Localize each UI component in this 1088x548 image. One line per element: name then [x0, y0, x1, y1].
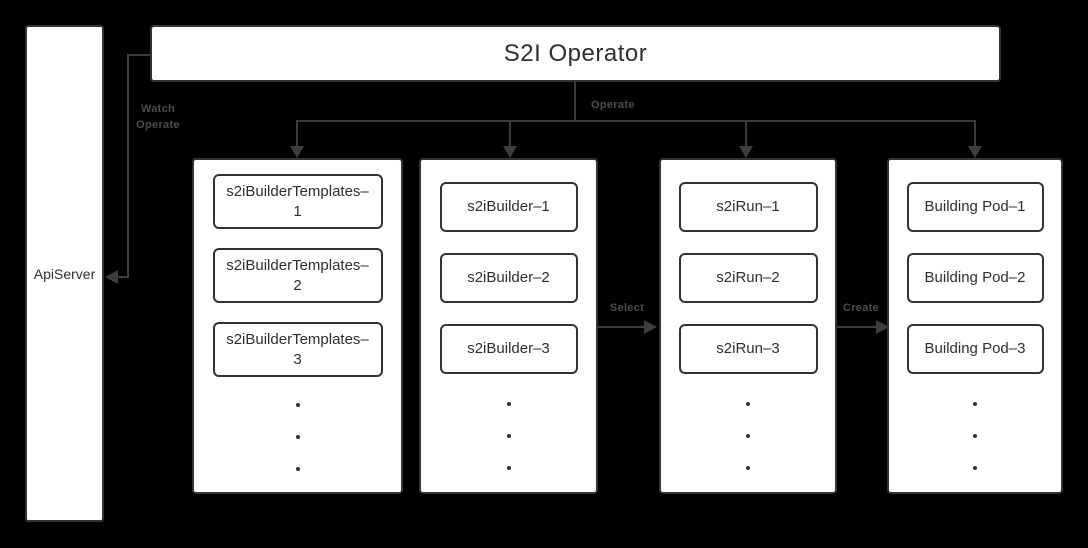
dot-icon — [746, 466, 750, 470]
dot-icon — [506, 434, 511, 438]
node-s2ibuilder-1: s2iBuilder–1 — [439, 182, 578, 232]
dot-icon — [295, 403, 300, 407]
vertical-ellipsis-icon — [295, 403, 300, 471]
column-s2ibuildertemplates: s2iBuilderTemplates–1 s2iBuilderTemplate… — [192, 158, 403, 494]
node-s2irun-1: s2iRun–1 — [678, 182, 818, 232]
node-s2ibuilder-2: s2iBuilder–2 — [439, 253, 578, 303]
dot-icon — [506, 402, 511, 406]
dot-icon — [295, 467, 300, 471]
dot-icon — [973, 466, 977, 470]
node-s2irun-2: s2iRun–2 — [678, 253, 818, 303]
select-edge-label: Select — [609, 302, 645, 314]
node-building-pod-2: Building Pod–2 — [906, 253, 1044, 303]
dot-icon — [506, 466, 511, 470]
node-s2ibuildertemplates-3: s2iBuilderTemplates–3 — [212, 322, 383, 377]
apiserver-box: ApiServer — [25, 25, 104, 522]
node-building-pod-1: Building Pod–1 — [906, 182, 1044, 232]
apiserver-label: ApiServer — [33, 265, 96, 282]
node-s2irun-3: s2iRun–3 — [678, 324, 818, 374]
watch-operate-edge-label: Watch Operate — [128, 101, 188, 133]
vertical-ellipsis-icon — [746, 402, 750, 470]
operate-sub-label: Operate — [136, 119, 180, 131]
column-s2irun: s2iRun–1 s2iRun–2 s2iRun–3 — [659, 158, 837, 494]
column-s2ibuilder: s2iBuilder–1 s2iBuilder–2 s2iBuilder–3 — [419, 158, 598, 494]
operate-edge-label: Operate — [591, 99, 635, 111]
create-edge-label: Create — [842, 302, 880, 314]
s2i-operator-box: S2I Operator — [150, 25, 1001, 82]
column-building-pod: Building Pod–1 Building Pod–2 Building P… — [887, 158, 1063, 494]
node-s2ibuildertemplates-2: s2iBuilderTemplates–2 — [212, 248, 383, 303]
vertical-ellipsis-icon — [506, 402, 511, 470]
node-s2ibuildertemplates-1: s2iBuilderTemplates–1 — [212, 174, 383, 229]
node-s2ibuilder-3: s2iBuilder–3 — [439, 324, 578, 374]
dot-icon — [746, 402, 750, 406]
dot-icon — [746, 434, 750, 438]
watch-label: Watch — [140, 103, 176, 115]
node-building-pod-3: Building Pod–3 — [906, 324, 1044, 374]
vertical-ellipsis-icon — [973, 402, 977, 470]
dot-icon — [295, 435, 300, 439]
dot-icon — [973, 434, 977, 438]
s2i-operator-title: S2I Operator — [503, 39, 648, 67]
dot-icon — [973, 402, 977, 406]
